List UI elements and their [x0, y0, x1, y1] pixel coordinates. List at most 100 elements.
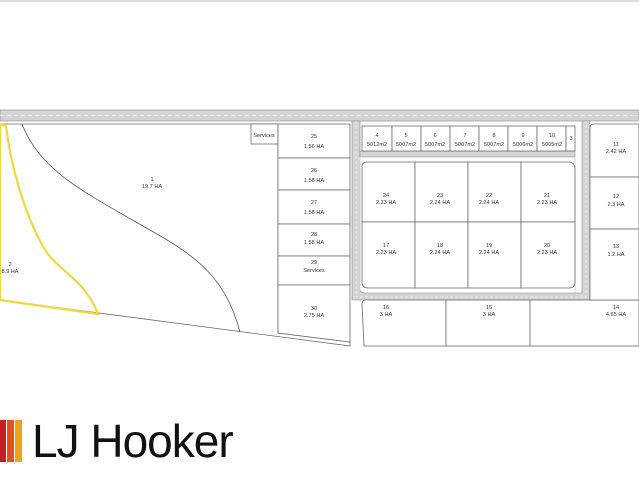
- lot-29-number: 29: [311, 260, 317, 266]
- lot-8-area: 5007m2: [484, 142, 504, 148]
- logo-mark-icon: [0, 420, 22, 462]
- lot-label-7: 7 5007m2: [455, 133, 475, 148]
- services-top-text: Services: [253, 133, 275, 139]
- lot-16-area: 3 HA: [380, 312, 393, 318]
- lot-11-area: 2.42 HA: [606, 149, 626, 155]
- lot-12-number: 12: [613, 194, 619, 200]
- lot-18-area: 2.24 HA: [430, 250, 450, 256]
- lot-15-number: 15: [486, 305, 492, 311]
- lot-label-10: 10 5005m2: [542, 133, 562, 148]
- lot-22-number: 22: [486, 193, 492, 199]
- lot-3-number: 3: [569, 136, 572, 142]
- lot-21-number: 21: [544, 193, 550, 199]
- lot-label-4: 4 5012m2: [367, 133, 387, 148]
- lot-23-number: 23: [437, 193, 443, 199]
- lot-23-area: 2.24 HA: [430, 200, 450, 206]
- central-lots: [361, 161, 576, 289]
- lot-12-area: 2.3 HA: [607, 202, 624, 208]
- lot-5-area: 5007m2: [396, 142, 416, 148]
- lot-20-area: 2.23 HA: [537, 250, 557, 256]
- lot-2-boundary: [0, 122, 100, 316]
- lot-9-area: 5006m2: [513, 142, 533, 148]
- lot-9-number: 9: [521, 133, 524, 139]
- lot-26-area: 1.58 HA: [304, 178, 324, 184]
- lot-2-number: 2: [8, 262, 11, 268]
- lot-14-number: 14: [613, 305, 619, 311]
- lot-24-area: 2.23 HA: [376, 200, 396, 206]
- lot-1-area: 19.7 HA: [142, 184, 162, 190]
- lot-14-area: 4.65 HA: [606, 312, 626, 318]
- lot-label-services-top: Services: [253, 133, 275, 139]
- lot-28-number: 28: [311, 232, 317, 238]
- lot-22-area: 2.24 HA: [479, 200, 499, 206]
- lot-10-number: 10: [549, 133, 555, 139]
- lot-15-area: 3 HA: [483, 312, 496, 318]
- lot-10-area: 5005m2: [542, 142, 562, 148]
- lot-13-number: 13: [613, 244, 619, 250]
- lot-27-area: 1.58 HA: [304, 210, 324, 216]
- main-road: [0, 109, 639, 122]
- lot-4-number: 4: [375, 133, 378, 139]
- lot-25-area: 1.56 HA: [304, 144, 324, 150]
- lot-4-area: 5012m2: [367, 142, 387, 148]
- lot-19-number: 19: [486, 243, 492, 249]
- small-lots: [361, 125, 576, 152]
- lot-16-number: 16: [383, 305, 389, 311]
- lot-24-number: 24: [383, 193, 389, 199]
- column-lots: [277, 123, 351, 343]
- lot-19-area: 2.24 HA: [479, 250, 499, 256]
- lot-6-number: 6: [433, 133, 436, 139]
- lot-2-area: 8.9 HA: [1, 269, 18, 275]
- lot-label-6: 6 5007m2: [425, 133, 445, 148]
- lot-8-number: 8: [492, 133, 495, 139]
- lot-label-12: 12 2.3 HA: [607, 194, 624, 208]
- lot-20-number: 20: [544, 243, 550, 249]
- lot-29-services: Services: [303, 268, 325, 274]
- lot-26-number: 26: [311, 168, 317, 174]
- lot-label-13: 13 1.2 HA: [607, 244, 624, 258]
- lot-17-number: 17: [383, 243, 389, 249]
- lot-label-26: 26 1.58 HA: [304, 168, 324, 184]
- lot-28-area: 1.58 HA: [304, 240, 324, 246]
- western-lots: [0, 122, 351, 347]
- lj-hooker-logo: LJ Hooker: [0, 415, 260, 467]
- logo-text: LJ Hooker: [32, 415, 234, 467]
- southern-lots: [361, 299, 639, 347]
- lot-label-9: 9 5006m2: [513, 133, 533, 148]
- lot-21-area: 2.23 HA: [537, 200, 557, 206]
- lot-13-area: 1.2 HA: [607, 252, 624, 258]
- lot-18-number: 18: [437, 243, 443, 249]
- lot-7-area: 5007m2: [455, 142, 475, 148]
- lot-30-number: 30: [311, 306, 317, 312]
- lot-6-area: 5007m2: [425, 142, 445, 148]
- lot-17-area: 2.23 HA: [376, 250, 396, 256]
- lot-7-number: 7: [463, 133, 466, 139]
- lot-30-area: 2.75 HA: [304, 313, 324, 319]
- lot-label-3: 3: [569, 136, 572, 142]
- lot-label-8: 8 5007m2: [484, 133, 504, 148]
- eastern-lots: [589, 123, 639, 301]
- lot-1-number: 1: [150, 177, 153, 183]
- lot-11-number: 11: [613, 142, 619, 148]
- lot-label-28: 28 1.58 HA: [304, 232, 324, 246]
